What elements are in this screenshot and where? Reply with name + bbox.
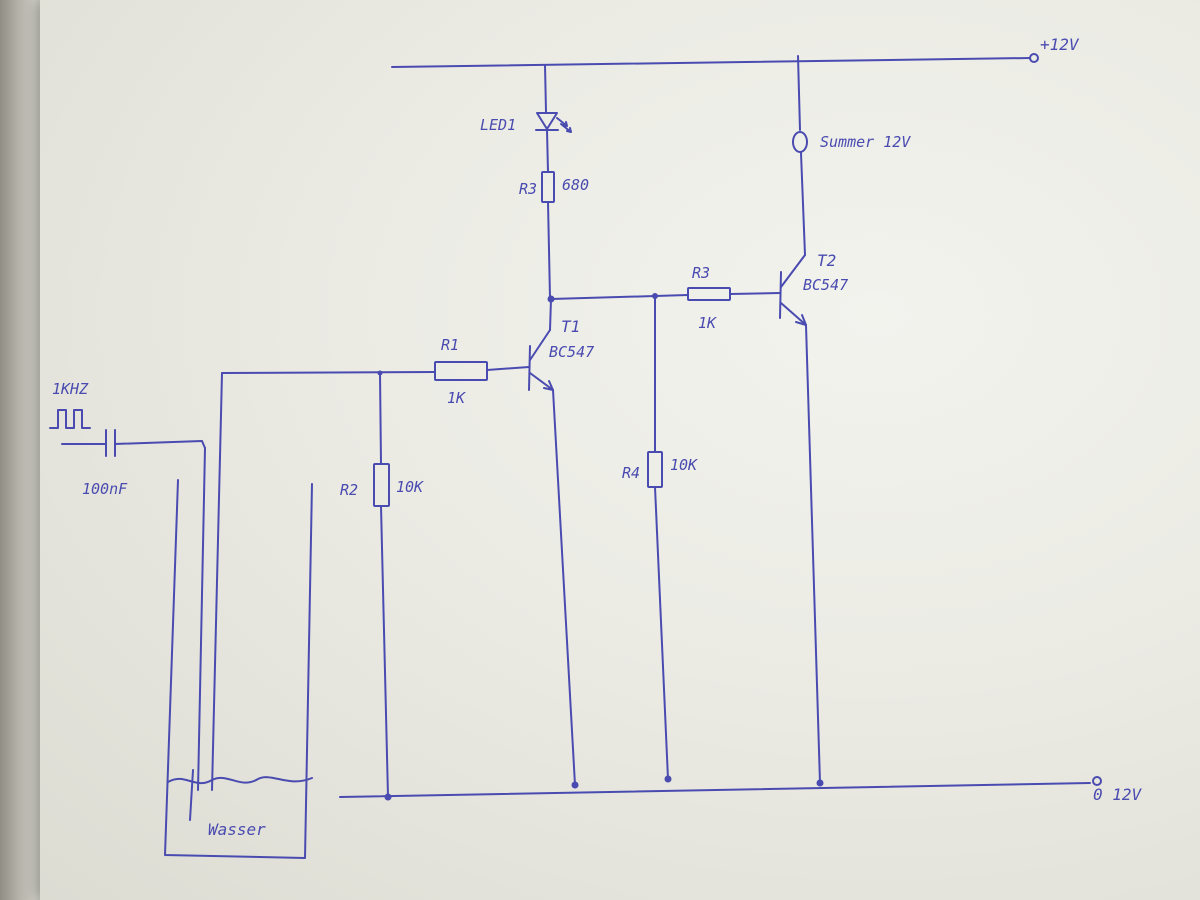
probe-electrode-left — [211, 372, 223, 791]
capacitor-label: 100nF — [82, 480, 128, 498]
r1-name: R1 — [441, 336, 459, 354]
t1-name: T1 — [561, 317, 580, 336]
r4-name: R4 — [622, 464, 640, 482]
r2-name: R2 — [340, 481, 358, 499]
oscillator-symbol — [49, 409, 206, 791]
r1-value: 1K — [447, 389, 466, 407]
r3-base-name: R3 — [692, 264, 710, 282]
paper-sheet — [40, 0, 1200, 900]
resistor-r4 — [647, 295, 672, 783]
led-branch-wire — [544, 64, 551, 299]
supply-plus-label: +12V — [1040, 35, 1080, 54]
resistor-r1 — [221, 361, 530, 381]
t2-name: T2 — [817, 251, 836, 270]
supply-rail-plus — [391, 53, 1039, 68]
transistor-t2 — [779, 254, 824, 787]
r3-top-name: R3 — [519, 180, 537, 198]
led-symbol — [535, 112, 572, 133]
r3-top-value: 680 — [562, 176, 589, 194]
buzzer-symbol — [792, 55, 808, 256]
oscillator-label: 1KHZ — [52, 380, 89, 398]
buzzer-label: Summer 12V — [820, 133, 911, 151]
t1-type: BC547 — [549, 343, 594, 361]
supply-ground-label: 0 12V — [1093, 785, 1143, 804]
t1-collector-wire — [547, 292, 781, 331]
r2-value: 10K — [396, 478, 424, 496]
supply-rail-ground — [339, 776, 1102, 798]
resistor-r3-680 — [541, 171, 555, 203]
resistor-r2 — [373, 372, 392, 801]
led-label: LED1 — [480, 116, 516, 134]
resistor-r3-1k — [687, 287, 731, 301]
t2-type: BC547 — [803, 276, 848, 294]
r3-base-value: 1K — [698, 314, 717, 332]
transistor-t1 — [528, 329, 579, 789]
water-container — [164, 479, 313, 859]
r4-value: 10K — [670, 456, 698, 474]
water-label: Wasser — [208, 820, 266, 839]
